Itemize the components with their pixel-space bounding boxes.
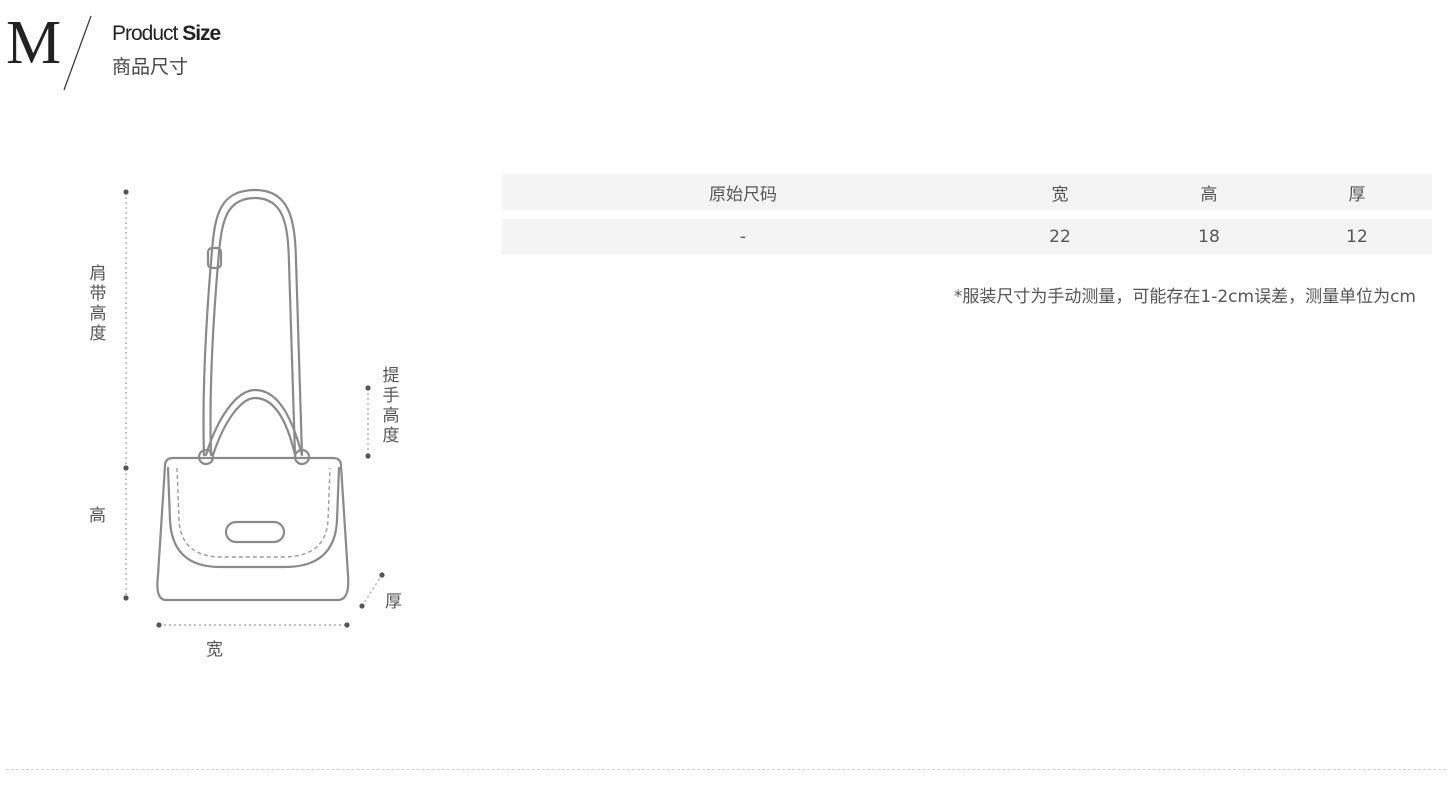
header-original-size: 原始尺码 [709, 184, 777, 205]
depth-label: 厚 [385, 592, 402, 612]
cell-width: 22 [1049, 227, 1071, 247]
size-table-header: 原始尺码 宽 高 厚 [502, 174, 1432, 210]
strap-height-label: 肩带高度 [89, 264, 107, 344]
height-label: 高 [89, 506, 106, 526]
logo-letter: M [6, 9, 61, 77]
table-row: - 22 18 12 [502, 219, 1432, 255]
cell-height: 18 [1198, 227, 1220, 247]
cell-original-size: - [739, 227, 747, 247]
width-label: 宽 [206, 640, 223, 660]
section-title-en: Product Size [112, 22, 221, 46]
header-depth: 厚 [1348, 184, 1366, 205]
handle-height-label: 提手高度 [382, 366, 400, 446]
handbag-diagram [123, 188, 385, 628]
section-title-light: Product [112, 22, 183, 45]
section-title-bold: Size [182, 22, 221, 45]
logo-slash-icon [63, 15, 92, 91]
cell-depth: 12 [1346, 227, 1368, 247]
section-title-cn: 商品尺寸 [112, 56, 189, 78]
divider [6, 769, 1446, 770]
header-height: 高 [1200, 184, 1218, 205]
measurement-note: *服装尺寸为手动测量，可能存在1-2cm误差，测量单位为cm [953, 287, 1416, 307]
header-width: 宽 [1051, 184, 1069, 205]
